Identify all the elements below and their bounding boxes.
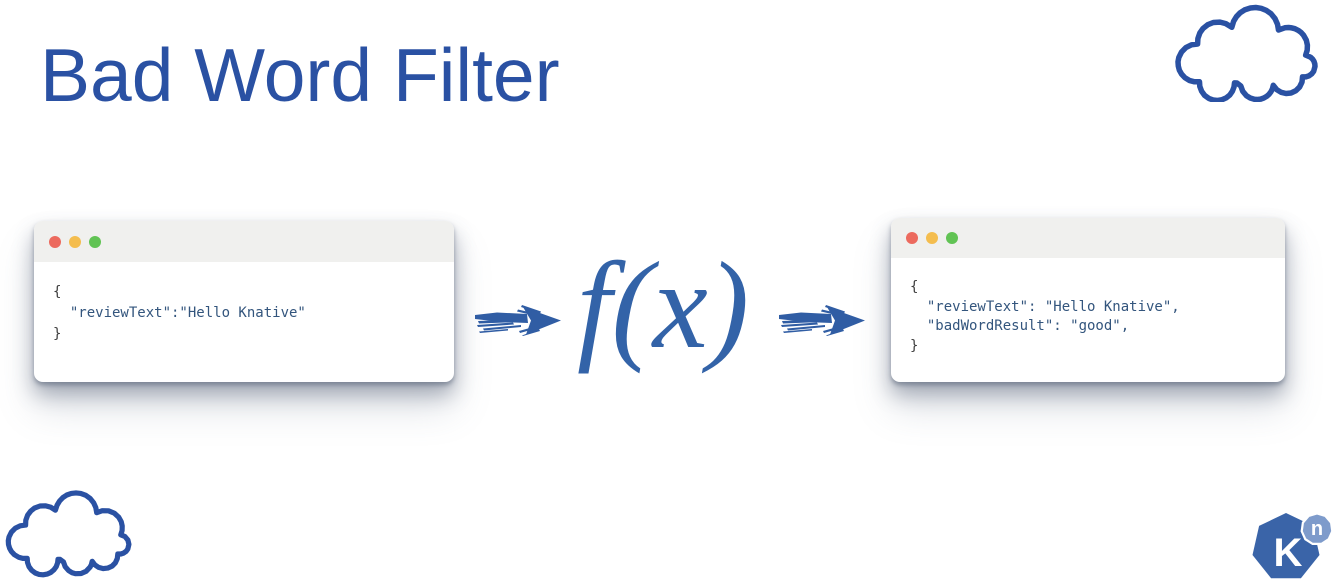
knative-logo: K n xyxy=(1248,509,1338,585)
arrow-icon-right xyxy=(779,305,867,336)
zoom-button[interactable] xyxy=(89,235,101,248)
code-line: "badWordResult": "good", xyxy=(910,318,1130,334)
logo-letter-k: K xyxy=(1273,531,1303,575)
code-block-input: { "reviewText":"Hello Knative" } xyxy=(34,262,454,345)
code-line: { xyxy=(910,279,919,295)
minimize-button[interactable] xyxy=(926,232,938,244)
cloud-icon-top-right xyxy=(1172,4,1318,102)
arrow-icon-left xyxy=(475,305,563,336)
code-line: { xyxy=(53,284,62,300)
code-line: } xyxy=(53,326,62,342)
arrow-svg xyxy=(475,305,561,336)
code-window-output: { "reviewText": "Hello Knative", "badWor… xyxy=(891,218,1285,382)
logo-letter-n: n xyxy=(1310,518,1324,540)
window-titlebar xyxy=(891,218,1285,258)
zoom-button[interactable] xyxy=(946,232,958,244)
code-line: } xyxy=(910,337,919,354)
cloud-svg-bottom-left xyxy=(5,490,132,578)
knative-logo-svg xyxy=(1252,512,1334,579)
function-symbol: f(x) xyxy=(577,237,750,374)
cloud-svg-top-right xyxy=(1175,4,1318,102)
code-line: "reviewText":"Hello Knative" xyxy=(53,305,306,321)
cloud-icon-bottom-left xyxy=(3,488,132,578)
code-line: "reviewText": "Hello Knative", xyxy=(910,298,1180,315)
code-block-output: { "reviewText": "Hello Knative", "badWor… xyxy=(891,258,1285,356)
page-title: Bad Word Filter xyxy=(40,33,560,117)
window-titlebar xyxy=(34,221,454,262)
close-button[interactable] xyxy=(906,232,918,244)
code-window-input: { "reviewText":"Hello Knative" } xyxy=(34,221,454,382)
arrow-svg xyxy=(779,305,865,336)
minimize-button[interactable] xyxy=(69,235,81,248)
logo-badge xyxy=(1300,512,1334,546)
close-button[interactable] xyxy=(49,235,61,248)
